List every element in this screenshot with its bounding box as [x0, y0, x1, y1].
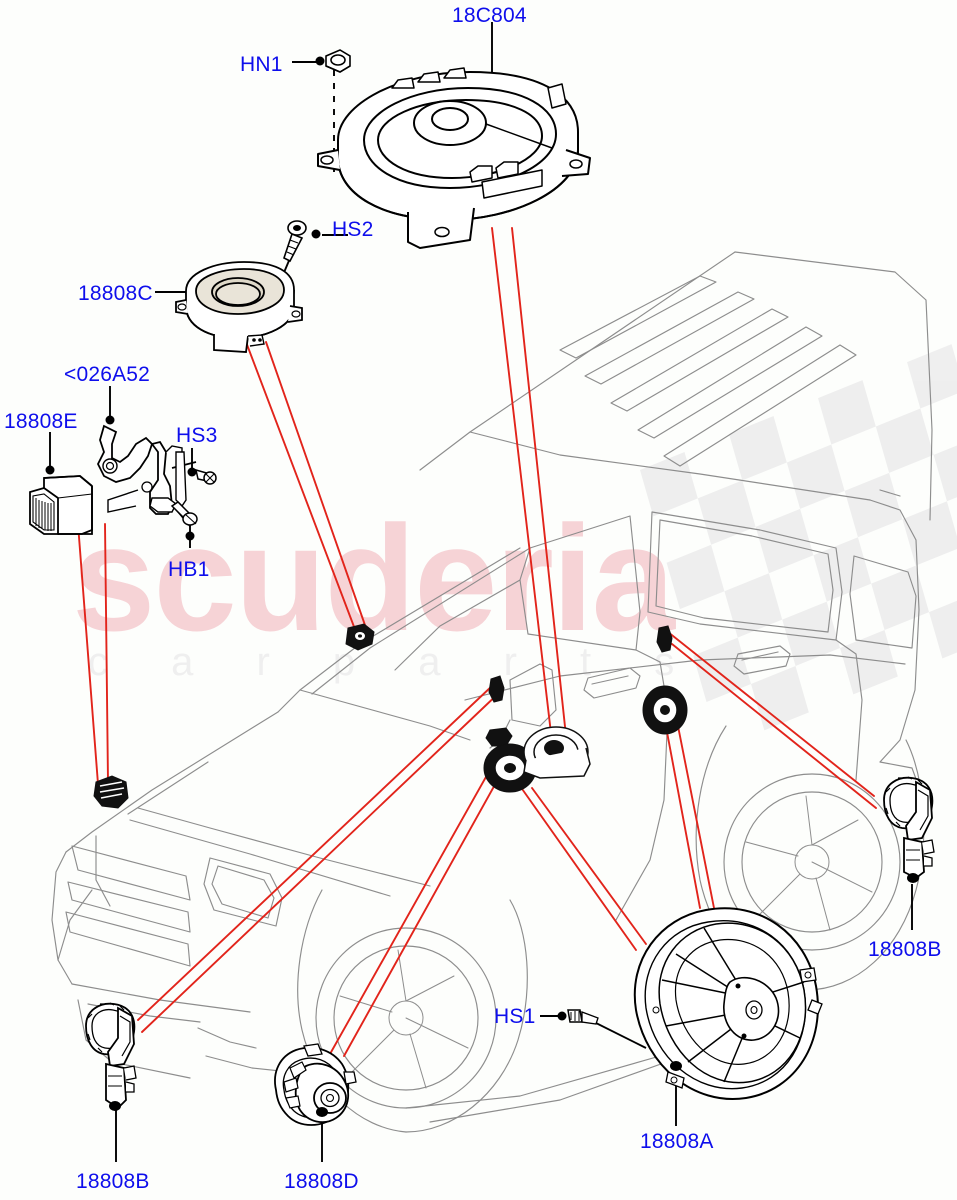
label-hn1[interactable]: HN1 [240, 53, 283, 76]
part-026a52-bracket [96, 415, 187, 515]
label-18808c[interactable]: 18808C [78, 282, 153, 305]
callout-lines [77, 227, 877, 1057]
label-hs2[interactable]: HS2 [332, 218, 374, 241]
vehicle-speaker-markers [93, 623, 688, 809]
part-hb1-bolt [170, 501, 198, 541]
part-18808c-speaker [175, 261, 303, 353]
label-18808b-left[interactable]: 18808B [76, 1170, 150, 1193]
checkered-flag-watermark [640, 344, 957, 731]
label-18808e[interactable]: 18808E [4, 410, 78, 433]
part-18c804-subwoofer [317, 67, 591, 249]
label-18808b-right[interactable]: 18808B [868, 938, 942, 961]
part-hs3-screw [187, 467, 217, 485]
label-18808a[interactable]: 18808A [640, 1130, 714, 1153]
part-hn1-flange-nut [315, 49, 351, 73]
part-18808d-speaker [274, 1043, 357, 1126]
part-hs1-screw [557, 1009, 599, 1025]
label-hs1[interactable]: HS1 [494, 1005, 536, 1028]
part-18808b-tweeter-left [85, 1002, 137, 1111]
label-hb1[interactable]: HB1 [168, 558, 210, 581]
watermark-car-parts: c a r p a r t s [88, 640, 701, 684]
label-18c804[interactable]: 18C804 [452, 4, 527, 27]
part-18808b-tweeter-right [883, 776, 935, 883]
part-hs2-screw [283, 220, 321, 263]
part-18808a-woofer [633, 907, 823, 1100]
part-18808e-speaker [29, 465, 93, 535]
label-026a52[interactable]: <026A52 [64, 363, 151, 386]
label-hs3[interactable]: HS3 [176, 424, 218, 447]
label-18808d[interactable]: 18808D [284, 1170, 359, 1193]
